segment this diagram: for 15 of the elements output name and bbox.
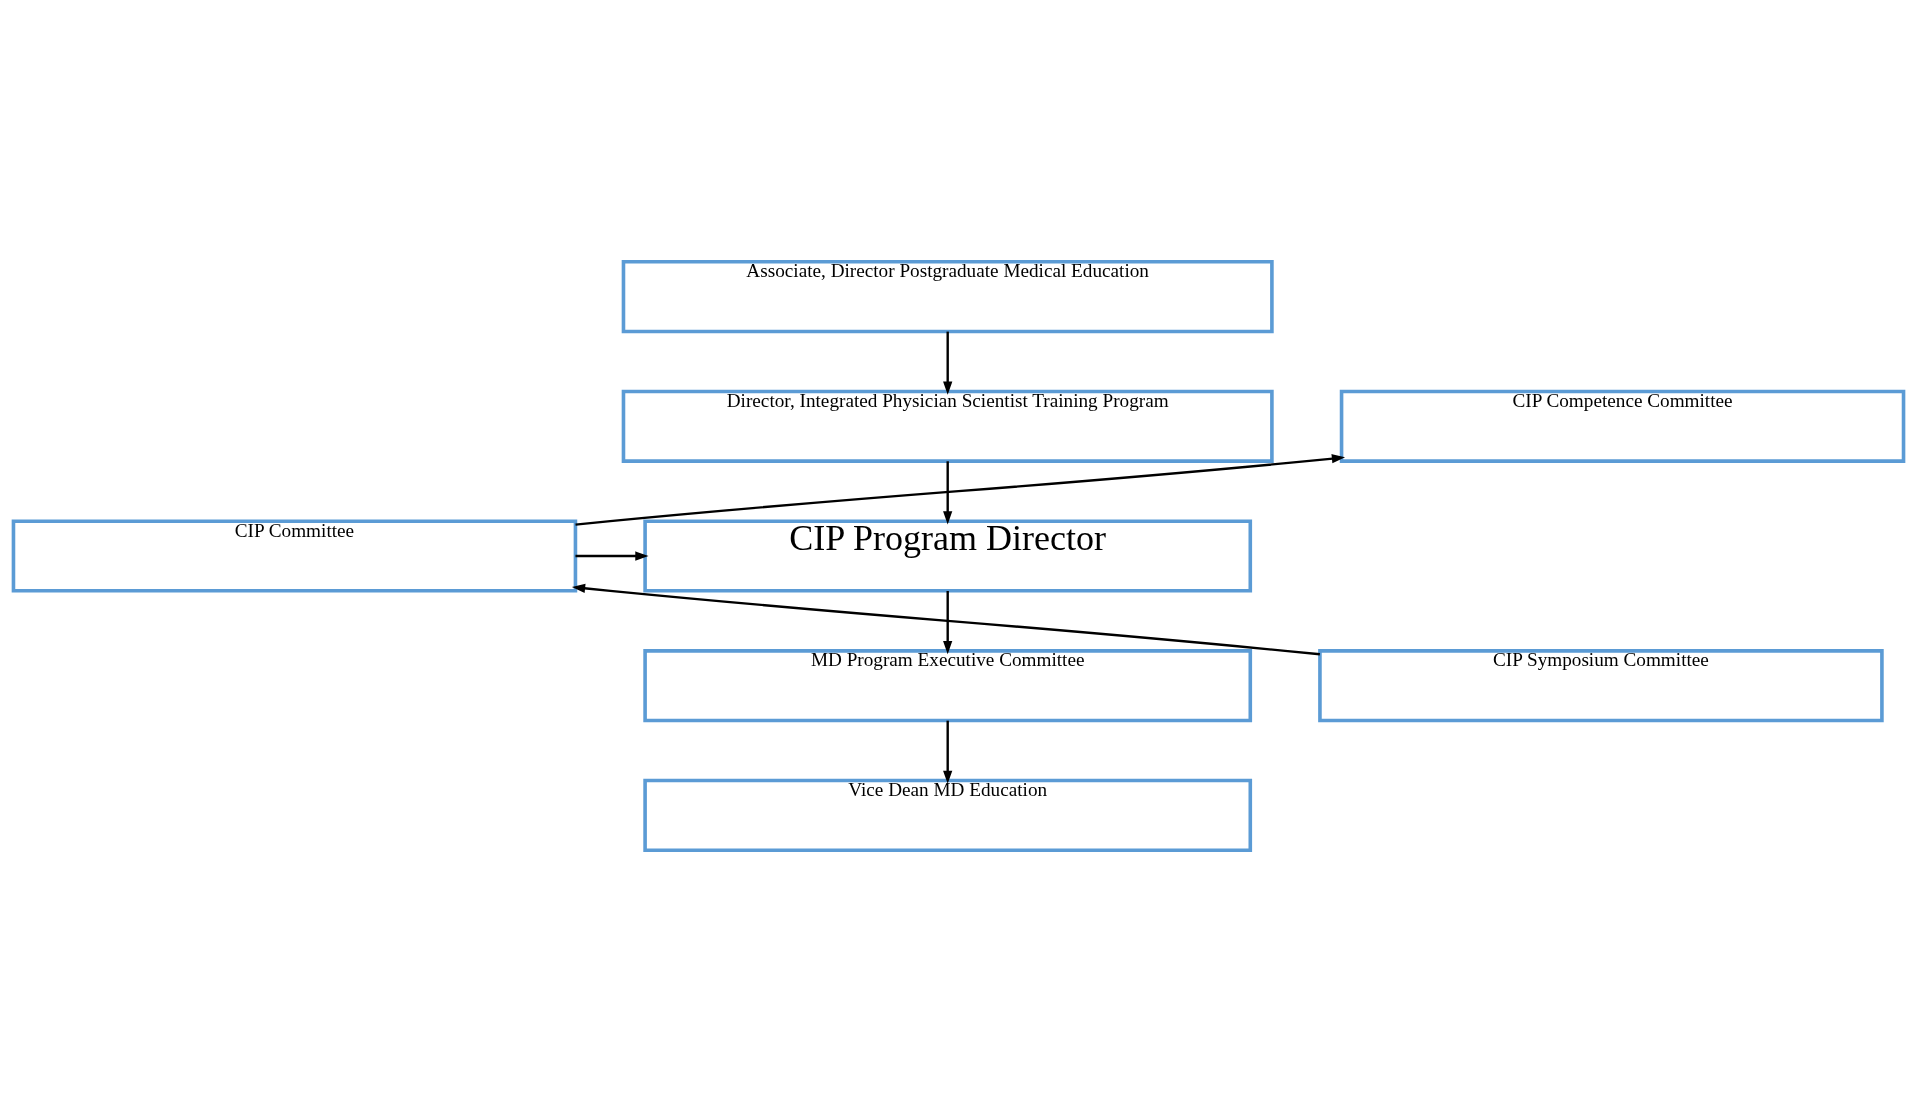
arrow [943,590,953,654]
node-box: Associate, Director Postgraduate Medical Education [621,259,1274,333]
node-box: MD Program Executive Committee [643,648,1253,722]
node-box: Vice Dean MD Education [643,778,1253,852]
node-box: CIP Program Director [643,518,1253,593]
node-box: Director, Integrated Physician Scientist Training Program [621,389,1274,463]
arrow [571,583,1320,655]
arrow [575,453,1346,526]
node-box: CIP Competence Committee [1339,389,1906,463]
node-box: CIP Symposium Committee [1318,648,1884,722]
arrow [943,460,953,524]
arrow [943,331,953,395]
arrow [575,550,649,561]
arrow [943,720,953,784]
node-box: CIP Committee [11,518,578,593]
